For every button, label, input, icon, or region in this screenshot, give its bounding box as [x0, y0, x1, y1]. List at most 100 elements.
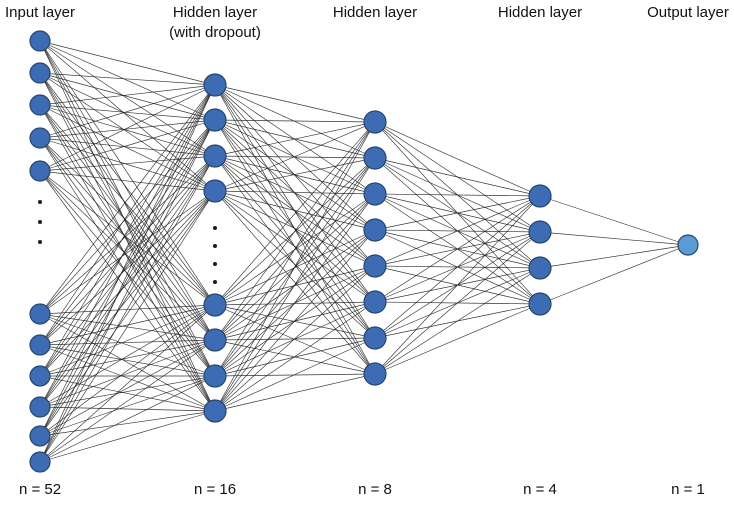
connection-edge — [39, 104, 216, 306]
connection-edge — [214, 190, 376, 339]
connection-edge — [39, 40, 216, 306]
connection-edge — [39, 410, 216, 437]
neuron-node-hidden3 — [528, 292, 552, 316]
neuron-node-output — [677, 234, 699, 256]
connection-edge — [39, 155, 216, 315]
connection-edge — [214, 155, 376, 375]
connection-edge — [374, 157, 541, 197]
connection-edge — [39, 137, 216, 377]
neuron-node-input — [29, 127, 51, 149]
connection-edge — [39, 304, 216, 463]
layer-title-text: Hidden layer — [497, 4, 583, 21]
connection-edge — [39, 119, 216, 346]
connection-edge — [39, 375, 216, 463]
ellipsis-dot — [213, 244, 217, 248]
connection-edge — [39, 119, 216, 377]
connection-edge — [214, 157, 376, 192]
ellipsis-dot — [38, 220, 42, 224]
connection-edge — [39, 84, 216, 346]
layer-title-hidden2: Hidden layer — [333, 3, 417, 23]
connection-edge — [39, 155, 216, 408]
connection-edge — [39, 40, 216, 377]
layer-title-text: Hidden layer — [172, 4, 258, 21]
connection-edge — [39, 84, 216, 377]
layer-title-subtext: (with dropout) — [169, 23, 261, 41]
connection-edge — [39, 190, 216, 346]
connection-edge — [39, 313, 216, 412]
connection-edge — [39, 155, 216, 377]
connection-edge — [214, 121, 376, 306]
neuron-node-input — [29, 396, 51, 418]
connection-edge — [39, 170, 216, 192]
count-label-hidden3: n = 4 — [523, 481, 557, 498]
connection-edge — [39, 40, 216, 157]
connection-edge — [39, 339, 216, 346]
neuron-node-hidden2 — [363, 182, 387, 206]
layer-title-hidden3: Hidden layer — [498, 3, 582, 23]
connection-edge — [39, 84, 216, 463]
neuron-node-hidden1 — [203, 293, 227, 317]
connection-edge — [214, 121, 376, 341]
connection-edge — [214, 84, 376, 123]
connection-edge — [214, 155, 376, 159]
connection-edge — [214, 190, 376, 267]
connection-edge — [374, 303, 541, 375]
connection-edge — [39, 137, 216, 157]
connection-edge — [39, 84, 216, 408]
connection-edge — [214, 155, 376, 303]
connection-edge — [39, 339, 216, 408]
connection-edge — [374, 195, 541, 375]
connection-edge — [39, 40, 216, 341]
connection-edge — [39, 375, 216, 437]
connection-edge — [214, 84, 376, 339]
count-label-hidden2: n = 8 — [358, 481, 392, 498]
ellipsis-dot — [213, 262, 217, 266]
connection-edge — [39, 104, 216, 341]
connection-edge — [214, 155, 376, 231]
count-label-output: n = 1 — [671, 481, 705, 498]
connection-edge — [39, 304, 216, 346]
connection-edge — [39, 84, 216, 106]
neuron-node-input — [29, 303, 51, 325]
connection-edge — [39, 190, 216, 463]
connection-edge — [539, 244, 689, 269]
connection-edge — [214, 157, 376, 412]
neuron-node-hidden3 — [528, 184, 552, 208]
connection-edge — [214, 304, 376, 375]
ellipsis-dot — [213, 226, 217, 230]
ellipsis-dot — [213, 280, 217, 284]
connection-edge — [374, 267, 541, 375]
connection-edge — [214, 265, 376, 412]
connection-edge — [39, 170, 216, 306]
connection-edge — [39, 155, 216, 463]
connection-edge — [214, 373, 376, 412]
neuron-node-hidden1 — [203, 179, 227, 203]
connection-edge — [214, 84, 376, 159]
connection-edge — [214, 84, 376, 195]
neuron-node-input — [29, 365, 51, 387]
connection-edge — [214, 155, 376, 267]
neuron-node-hidden1 — [203, 328, 227, 352]
connection-edge — [374, 195, 541, 267]
count-label-hidden1: n = 16 — [193, 481, 237, 498]
connection-edge — [39, 170, 216, 341]
connection-edge — [374, 121, 541, 197]
neuron-node-input — [29, 160, 51, 182]
neuron-node-hidden3 — [528, 220, 552, 244]
layer-title-text: Hidden layer — [332, 4, 418, 21]
connection-edge — [39, 119, 216, 437]
connection-edge — [374, 195, 541, 339]
neuron-node-hidden2 — [363, 110, 387, 134]
connection-edge — [214, 121, 376, 412]
connection-edge — [39, 406, 216, 412]
connection-edge — [39, 119, 216, 463]
connection-edge — [214, 190, 376, 231]
neuron-node-hidden1 — [203, 73, 227, 97]
connection-edge — [39, 339, 216, 377]
neuron-node-hidden2 — [363, 326, 387, 350]
connection-edge — [214, 155, 376, 195]
connection-edge — [214, 121, 376, 192]
connection-edge — [39, 155, 216, 172]
